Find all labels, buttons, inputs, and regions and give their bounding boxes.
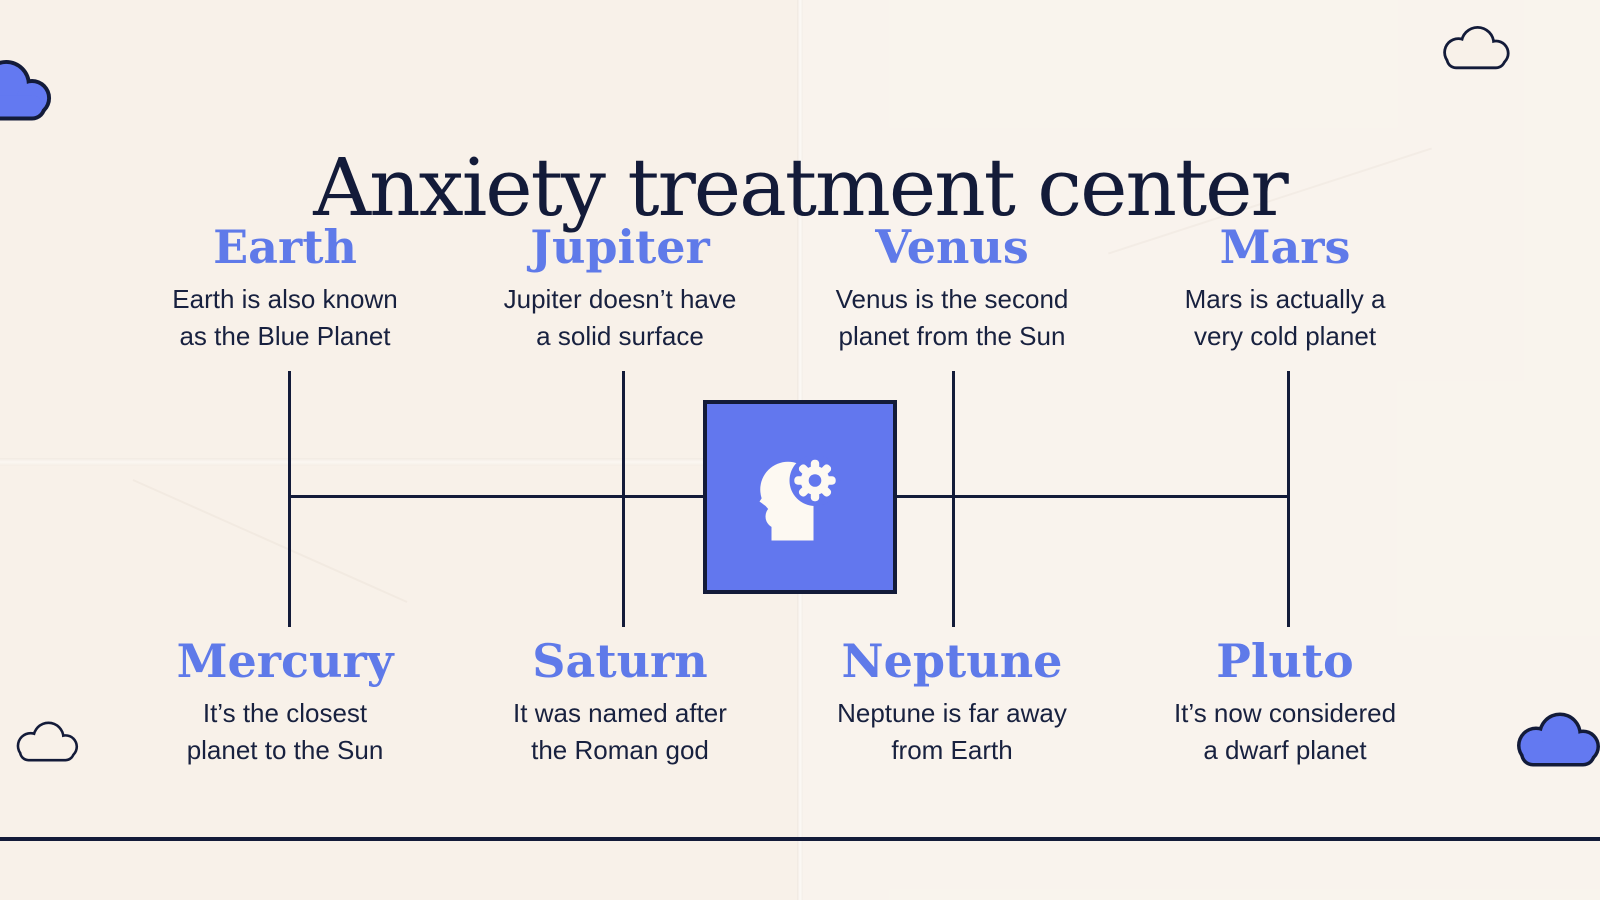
cloud-icon [0,52,60,124]
cloud-icon [1508,705,1600,770]
connector-line [622,371,625,627]
horizontal-fold [0,458,800,466]
node-title: Jupiter [530,220,710,274]
node-neptune: Neptune Neptune is far away from Earth [772,636,1132,769]
connector-line [1287,371,1290,627]
node-title: Neptune [841,634,1063,688]
node-description: Jupiter doesn’t have a solid surface [503,283,737,351]
page-title: Anxiety treatment center [313,140,1288,234]
cloud-icon [10,716,84,764]
node-description: It was named after the Roman god [513,697,727,765]
node-mercury: Mercury It’s the closest planet to the S… [105,636,465,769]
node-jupiter: Jupiter Jupiter doesn’t have a solid sur… [440,222,800,355]
node-description: Neptune is far away from Earth [837,697,1067,765]
node-description: Venus is the second planet from the Sun [835,283,1069,351]
node-description: It’s the closest planet to the Sun [186,697,384,765]
node-venus: Venus Venus is the second planet from th… [772,222,1132,355]
node-title: Venus [875,220,1029,274]
connector-line [952,371,955,627]
node-description: Mars is actually a very cold planet [1184,283,1386,351]
node-title: Earth [213,220,357,274]
node-title: Saturn [532,634,708,688]
node-title: Pluto [1216,634,1354,688]
node-description: Earth is also known as the Blue Planet [172,283,398,351]
head-gear-icon [759,455,841,541]
cloud-icon [1436,20,1516,72]
node-mars: Mars Mars is actually a very cold planet [1105,222,1465,355]
footer-divider [0,837,1600,841]
node-title: Mercury [176,634,394,688]
center-icon-box [703,400,897,594]
node-earth: Earth Earth is also known as the Blue Pl… [105,222,465,355]
node-title: Mars [1219,220,1351,274]
node-saturn: Saturn It was named after the Roman god [440,636,800,769]
node-description: It’s now considered a dwarf planet [1173,697,1397,765]
connector-line [288,371,291,627]
node-pluto: Pluto It’s now considered a dwarf planet [1105,636,1465,769]
